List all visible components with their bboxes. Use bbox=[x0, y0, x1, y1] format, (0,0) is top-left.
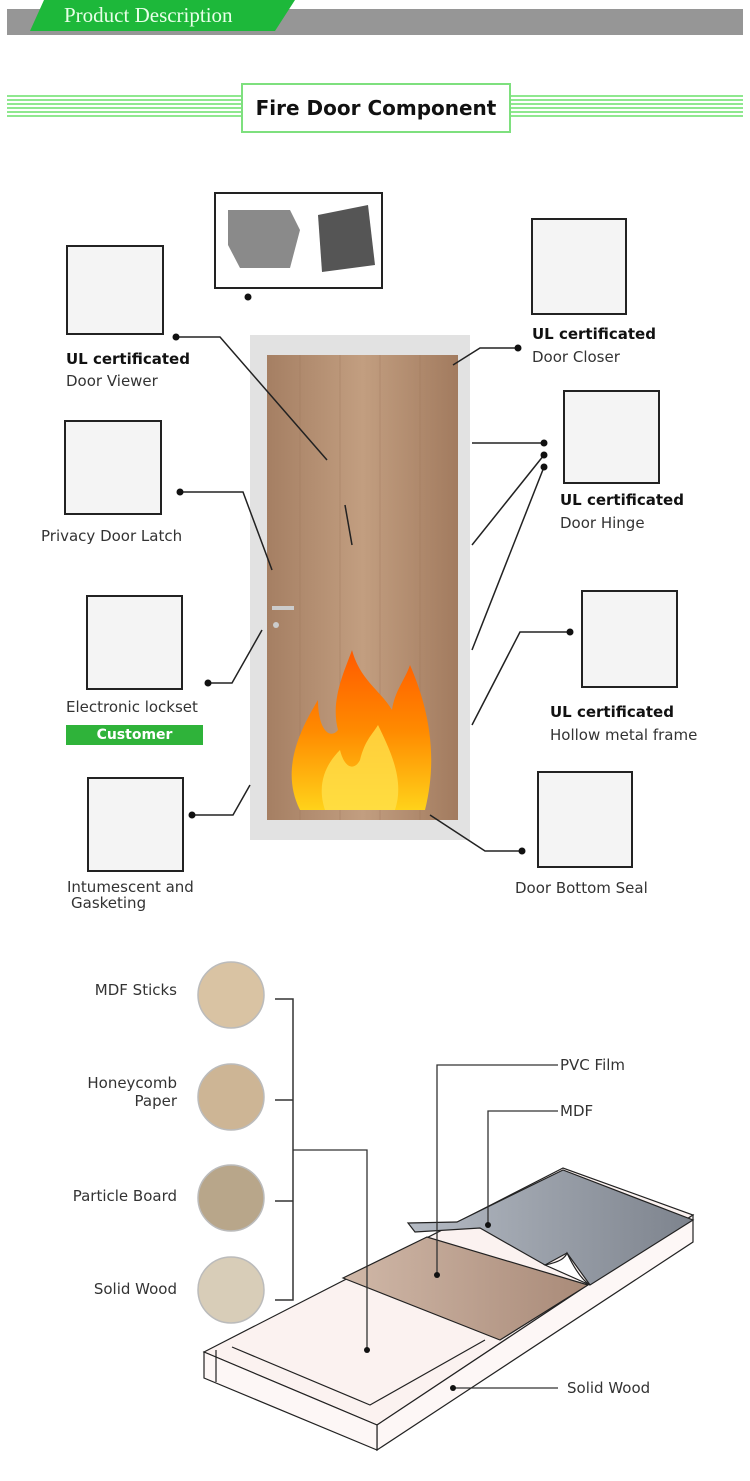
door-hinge-image bbox=[563, 390, 660, 484]
privacy-latch-label: Privacy Door Latch bbox=[41, 527, 183, 545]
title-stripes-right bbox=[508, 95, 743, 119]
title-stripes-left bbox=[7, 95, 243, 119]
door-viewer-image bbox=[66, 245, 164, 335]
leader-lines bbox=[176, 336, 570, 852]
solid-wood-image bbox=[197, 1256, 265, 1324]
door-handle bbox=[272, 606, 294, 610]
header-tab bbox=[30, 0, 295, 31]
customer-provide-badge: Customer provide bbox=[66, 725, 203, 763]
honeycomb-paper-image bbox=[197, 1063, 265, 1131]
frame-image bbox=[581, 590, 678, 688]
layer-label-pvc: PVC Film bbox=[560, 1056, 626, 1074]
frame-cert: UL certificated bbox=[550, 703, 674, 721]
door-viewer-label: Door Viewer bbox=[66, 372, 158, 390]
door-hinge-cert: UL certificated bbox=[560, 491, 684, 509]
particle-board-image bbox=[197, 1164, 265, 1232]
frame-label: Hollow metal frame bbox=[550, 726, 698, 744]
bottom-seal-image bbox=[537, 771, 633, 868]
flame-icon bbox=[291, 650, 432, 810]
header-tab-label: Product Description bbox=[64, 3, 233, 27]
door-viewer-cert: UL certificated bbox=[66, 350, 190, 368]
intumescent-label-2: Gasketing bbox=[71, 894, 147, 912]
core-label-particle-board: Particle Board bbox=[72, 1187, 177, 1205]
bottom-seal-label: Door Bottom Seal bbox=[515, 879, 648, 897]
door-hinge-label: Door Hinge bbox=[560, 514, 645, 532]
lockset-label: Electronic lockset bbox=[66, 698, 198, 716]
intumescent-image bbox=[87, 777, 184, 872]
mdf-sticks-image bbox=[197, 961, 265, 1029]
core-label-solid-wood: Solid Wood bbox=[93, 1280, 177, 1298]
door-layer-diagram bbox=[202, 1167, 695, 1452]
privacy-latch-image bbox=[64, 420, 162, 515]
pvc-film-layer bbox=[406, 1169, 695, 1286]
lockset-image bbox=[86, 595, 183, 690]
door-closer-cert: UL certificated bbox=[532, 325, 656, 343]
door-closer-label: Door Closer bbox=[532, 348, 620, 366]
layer-label-solid-wood: Solid Wood bbox=[567, 1379, 651, 1397]
intumescent-label-1: Intumescent and bbox=[67, 878, 194, 896]
core-label-mdf-sticks: MDF Sticks bbox=[94, 981, 177, 999]
section-title: Fire Door Component bbox=[241, 83, 511, 133]
core-material-images bbox=[197, 961, 265, 1324]
layer-label-mdf: MDF bbox=[560, 1102, 594, 1120]
frame-profile-image bbox=[318, 205, 375, 272]
mdf-layer bbox=[341, 1236, 590, 1341]
door-closer-image bbox=[531, 218, 627, 315]
frame-profile-image bbox=[228, 210, 300, 268]
